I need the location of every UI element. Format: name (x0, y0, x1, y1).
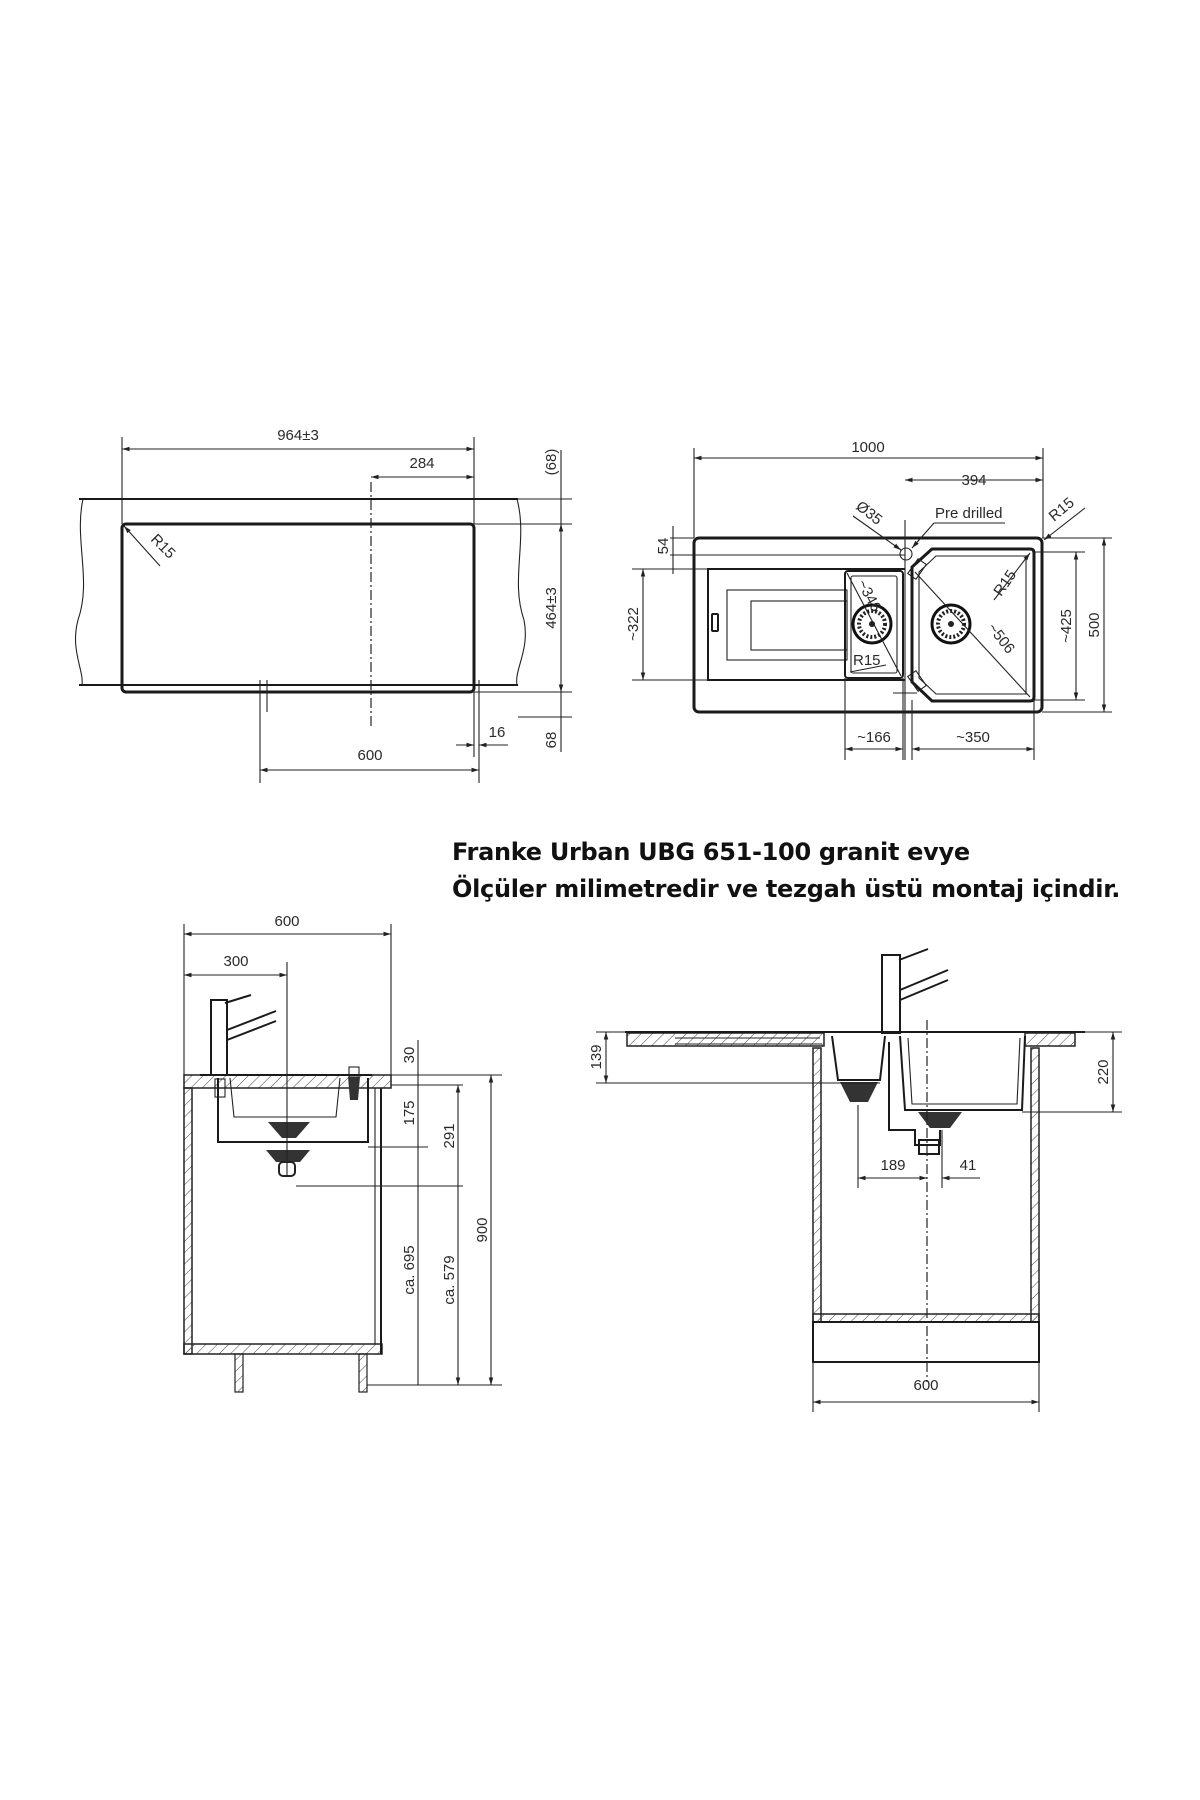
dim-waste-depth: 291 (441, 1123, 458, 1148)
dim-cabinet-width-plan: 600 (357, 747, 382, 764)
dim-bottom-margin: 68 (543, 732, 560, 749)
front-tap-icon (881, 954, 901, 1034)
tap-icon (210, 999, 228, 1076)
small-bowl-drain-icon (851, 603, 893, 645)
dim-cutout-depth: 464±3 (543, 587, 560, 629)
cutout-outline (120, 522, 476, 694)
dim-side-cabinet-width: 600 (274, 913, 299, 930)
dim-large-bowl-depth-front: 220 (1095, 1059, 1112, 1084)
plinth (812, 1321, 1040, 1363)
front-small-bowl (831, 1035, 886, 1081)
large-bowl-drain-icon (930, 603, 972, 645)
dim-large-bowl-depth: ~425 (1058, 609, 1075, 643)
dim-large-bowl-width: ~350 (956, 729, 990, 746)
dim-offset-284: 284 (409, 455, 434, 472)
dim-edge-offset: 16 (489, 724, 506, 741)
dim-front-cabinet-width: 600 (913, 1377, 938, 1394)
dim-drainer-depth: ~322 (625, 607, 642, 641)
dim-top-margin: (68) (543, 449, 560, 476)
dim-top-offset: 54 (655, 538, 672, 555)
sink-plan-view: 1000 394 Ø35 Pre drilled R15 54 ~322 ~34… (625, 439, 1112, 760)
dim-rim-height: 30 (401, 1047, 418, 1064)
product-title: Franke Urban UBG 651-100 granit evye (452, 838, 970, 866)
small-bowl (844, 570, 904, 679)
front-large-bowl (899, 1035, 1026, 1111)
dim-tap-hole: Ø35 (853, 498, 886, 529)
sink-outline (692, 536, 1044, 714)
dim-cutout-width: 964±3 (277, 427, 319, 444)
dim-floor-bowl: ca. 695 (401, 1245, 418, 1294)
dim-small-bowl-width: ~166 (857, 729, 891, 746)
product-subtitle: Ölçüler milimetredir ve tezgah üstü mont… (452, 875, 1121, 903)
dim-right-width: 394 (961, 472, 986, 489)
small-bowl-radius: R15 (853, 652, 881, 669)
dim-waste-offset-right: 41 (960, 1157, 977, 1174)
dim-bowl-depth: 175 (401, 1100, 418, 1125)
dim-large-bowl-diag: ~506 (984, 620, 1018, 657)
pre-drilled-label: Pre drilled (935, 505, 1003, 522)
large-bowl (910, 547, 1036, 703)
side-section-view: 600 300 30 175 291 ca. 695 ca. 579 900 (183, 913, 502, 1393)
bowl-profile (217, 1078, 369, 1143)
dim-waste-offset-left: 189 (880, 1157, 905, 1174)
dim-floor-waste: ca. 579 (441, 1255, 458, 1304)
dim-overall-width: 1000 (851, 439, 884, 456)
dim-overall-depth: 500 (1086, 612, 1103, 637)
front-section-view: 139 220 189 41 600 (588, 948, 1122, 1412)
dim-small-bowl-depth-front: 139 (588, 1044, 605, 1069)
cutout-plan-view: 964±3 284 (68) 464±3 68 R15 600 16 (74, 427, 572, 783)
dim-total-height: 900 (474, 1217, 491, 1242)
dim-tap-offset: 300 (223, 953, 248, 970)
tap-hole-icon (899, 547, 913, 561)
outer-radius: R15 (1046, 494, 1078, 525)
